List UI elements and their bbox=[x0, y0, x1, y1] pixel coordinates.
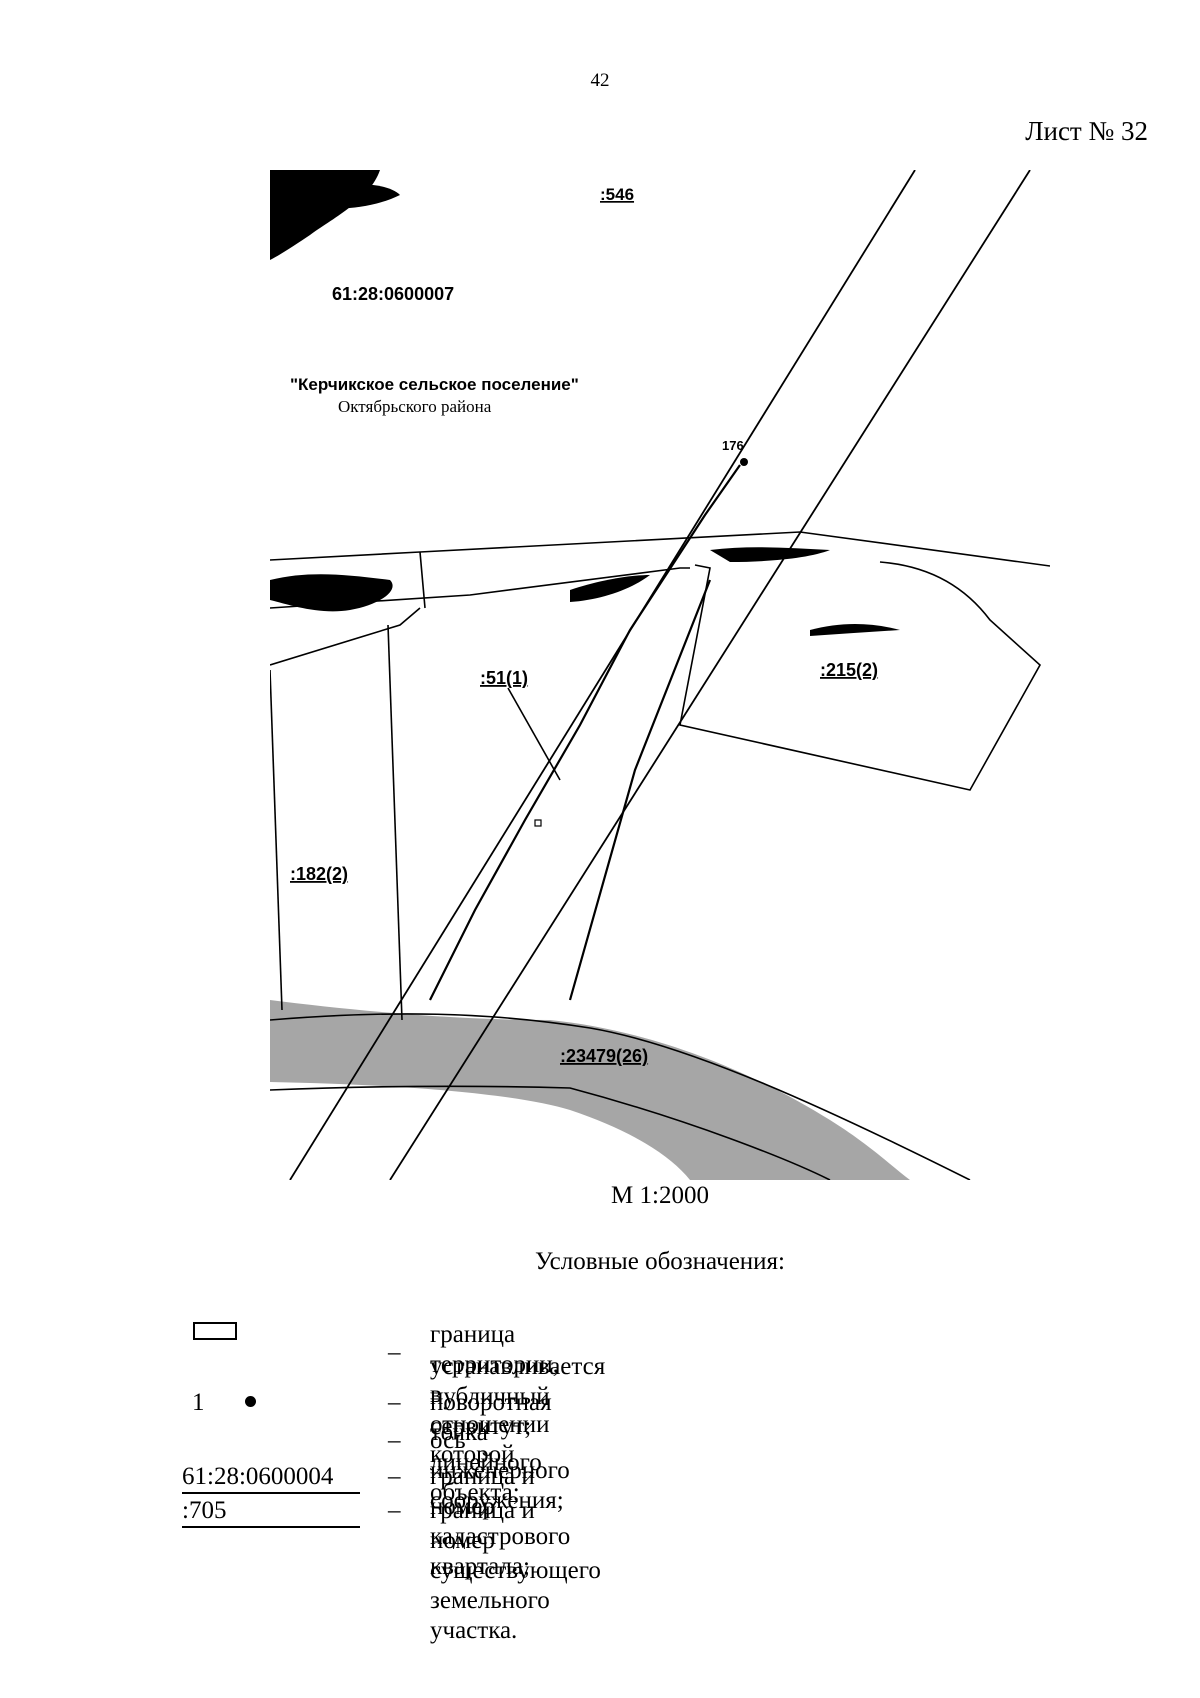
parcel-546-label: :546 bbox=[600, 185, 634, 204]
cadastral-map: 176 :546 61:28:0600007 "Керчикское сельс… bbox=[270, 170, 1050, 1180]
quarter-label: 61:28:0600007 bbox=[332, 284, 454, 304]
parcel-182-label: :182(2) bbox=[290, 864, 348, 884]
settlement-label-line1: "Керчикское сельское поселение" bbox=[290, 375, 579, 394]
legend-dash: – bbox=[388, 1427, 401, 1454]
legend-dash: – bbox=[388, 1497, 401, 1524]
map-marker bbox=[534, 819, 542, 827]
legend-rect-symbol bbox=[193, 1322, 237, 1340]
legend-text: граница территории, в отношении которой bbox=[430, 1321, 560, 1468]
sheet-label: Лист № 32 bbox=[1025, 116, 1148, 146]
map-scale: М 1:2000 bbox=[611, 1182, 709, 1209]
point-176-label: 176 bbox=[722, 438, 744, 453]
map-dark-areas bbox=[270, 170, 910, 1180]
legend-title: Условные обозначения: bbox=[534, 1248, 786, 1275]
parcel-boundaries bbox=[270, 531, 1050, 1180]
legend-text: граница и номер кадастрового квартала; bbox=[430, 1463, 571, 1580]
page-number: 42 bbox=[590, 70, 610, 91]
legend-symbol-label: :705 bbox=[182, 1496, 360, 1528]
parcel-23479-label: :23479(26) bbox=[560, 1046, 648, 1066]
legend-dash: – bbox=[388, 1463, 401, 1490]
legend-text: граница и номер существующего земельного… bbox=[430, 1497, 601, 1644]
settlement-label-line2: Октябрьского района bbox=[338, 397, 492, 416]
legend-text: ось инженерного сооружения; bbox=[430, 1427, 570, 1514]
legend-symbol-label: 1 bbox=[192, 1389, 205, 1416]
legend-text: поворотная точка линейного объекта; bbox=[430, 1389, 552, 1506]
servitude-boundary bbox=[289, 170, 1031, 1180]
parcel-215-label: :215(2) bbox=[820, 660, 878, 680]
legend-dash: – bbox=[388, 1339, 401, 1366]
map-canvas: 176 :546 61:28:0600007 "Керчикское сельс… bbox=[270, 170, 1050, 1180]
legend-dash: – bbox=[388, 1389, 401, 1416]
legend-text: устанавливается публичный сервитут; bbox=[430, 1353, 606, 1440]
legend-symbol-label: 61:28:0600004 bbox=[182, 1462, 360, 1494]
engineering-axis bbox=[429, 464, 741, 1001]
legend-dot-symbol bbox=[245, 1396, 256, 1407]
parcel-51-label: :51(1) bbox=[480, 668, 528, 688]
turning-point-176 bbox=[740, 458, 748, 466]
